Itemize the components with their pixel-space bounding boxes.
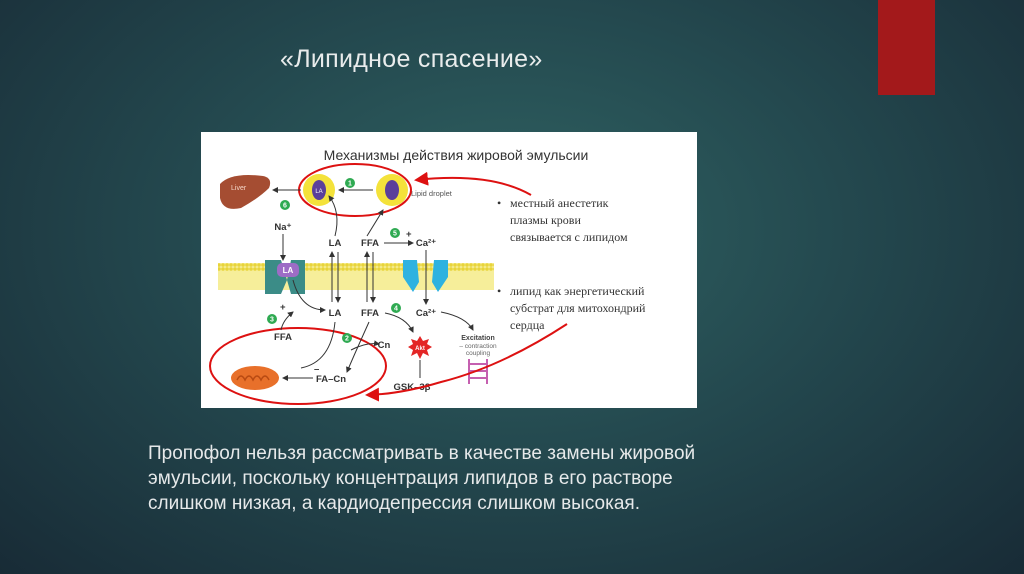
svg-text:6: 6 (283, 203, 287, 210)
bullet-2: • липид как энергетический субстрат для … (497, 284, 646, 332)
svg-text:1: 1 (348, 181, 352, 188)
sarcomere-icon (468, 359, 488, 384)
svg-text:FFA: FFA (361, 238, 379, 249)
svg-text:•: • (497, 284, 501, 298)
cell-membrane (218, 263, 494, 290)
diagram-title: Механизмы действия жировой эмульсии (324, 147, 589, 163)
pointer-arrow-bottom (365, 323, 568, 402)
svg-text:GSK–3β: GSK–3β (394, 382, 431, 393)
svg-text:LA: LA (283, 266, 294, 275)
pointer-arrow-top (414, 171, 532, 196)
svg-text:субстрат для митохондрий: субстрат для митохондрий (510, 301, 646, 315)
svg-text:– contraction: – contraction (459, 343, 497, 350)
calcium-channel (403, 260, 448, 292)
diagram-svg: Механизмы действия жировой эмульсии LA L… (209, 147, 646, 405)
svg-text:–: – (314, 364, 319, 375)
slide-title: «Липидное спасение» (280, 45, 543, 73)
body-line: эмульсии, поскольку концентрация липидов… (148, 468, 673, 489)
svg-text:+: + (406, 229, 412, 240)
svg-text:Cn: Cn (378, 340, 391, 351)
svg-text:плазмы крови: плазмы крови (510, 213, 581, 227)
svg-text:5: 5 (393, 231, 397, 238)
highlight-ellipse-bottom (209, 327, 387, 405)
svg-text:3: 3 (270, 317, 274, 324)
svg-text:LA: LA (329, 308, 342, 319)
svg-text:FA–Cn: FA–Cn (316, 374, 346, 385)
svg-text:Liver: Liver (231, 185, 247, 192)
svg-text:FFA: FFA (274, 332, 292, 343)
liver-icon (220, 175, 271, 209)
svg-text:Na⁺: Na⁺ (274, 222, 291, 233)
svg-text:FFA: FFA (361, 308, 379, 319)
svg-text:+: + (280, 302, 286, 313)
slide-body-text: Пропофол нельзя рассматривать в качестве… (148, 441, 888, 516)
svg-text:местный анестетик: местный анестетик (510, 196, 609, 210)
svg-text:Ca²⁺: Ca²⁺ (416, 238, 436, 249)
svg-text:LA: LA (329, 238, 342, 249)
mechanism-diagram: Механизмы действия жировой эмульсии LA L… (201, 132, 697, 408)
svg-text:связывается с липидом: связывается с липидом (510, 230, 628, 244)
svg-text:coupling: coupling (466, 350, 491, 357)
svg-text:2: 2 (345, 336, 349, 343)
svg-text:Lipid droplet: Lipid droplet (411, 189, 453, 198)
accent-bar (878, 0, 935, 95)
svg-text:Ca²⁺: Ca²⁺ (416, 308, 436, 319)
step-badges: 1 2 3 4 5 6 (267, 178, 401, 343)
svg-text:сердца: сердца (510, 318, 545, 332)
la-channel-badge (277, 263, 299, 277)
bullet-1: • местный анестетик плазмы крови связыва… (497, 196, 628, 244)
svg-text:Excitation: Excitation (461, 335, 494, 342)
akt-icon (408, 336, 432, 359)
svg-text:•: • (497, 196, 501, 210)
body-line: Пропофол нельзя рассматривать в качестве… (148, 443, 696, 464)
svg-text:LA: LA (315, 189, 322, 195)
pathway-arrows (272, 187, 474, 381)
svg-text:липид как энергетический: липид как энергетический (510, 284, 645, 298)
svg-text:4: 4 (394, 306, 398, 313)
svg-text:Akt: Akt (415, 346, 425, 352)
body-line: слишком низкая, а кардиодепрессия слишко… (148, 493, 640, 514)
